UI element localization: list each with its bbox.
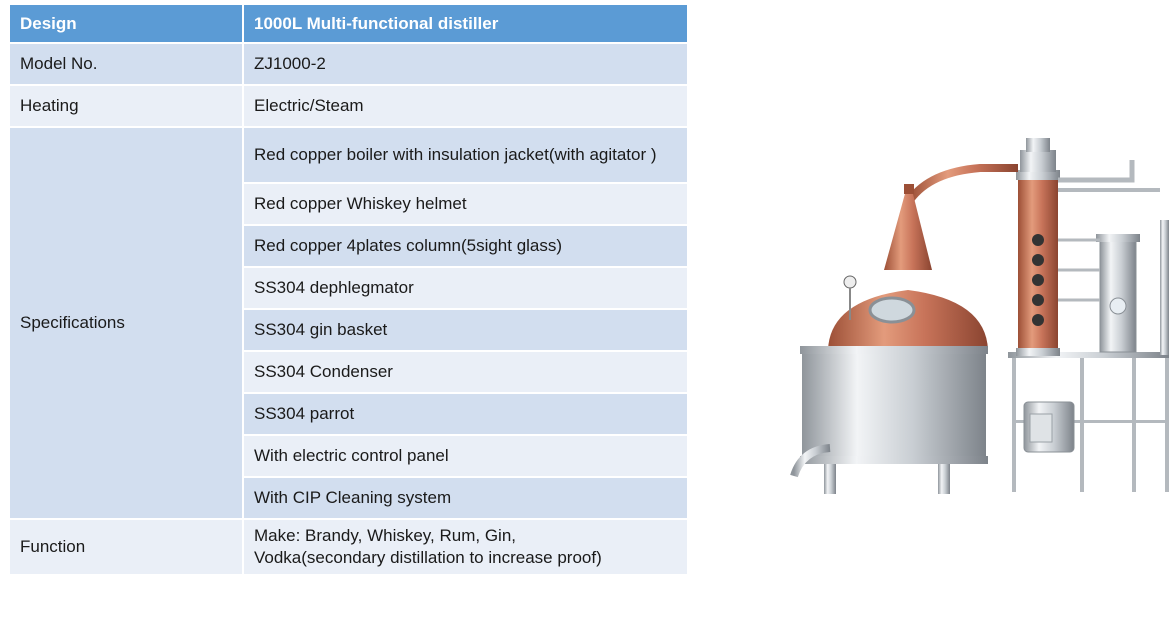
spec-item: With electric control panel <box>242 434 687 476</box>
table-row-spec-5: SS304 gin basket <box>10 308 687 350</box>
header-label: Design <box>10 5 242 42</box>
spec-item: Red copper boiler with insulation jacket… <box>242 126 687 182</box>
table-row-heating: Heating Electric/Steam <box>10 84 687 126</box>
spec-item: SS304 Condenser <box>242 350 687 392</box>
table-row-spec-7: SS304 parrot <box>10 392 687 434</box>
function-line-2: Vodka(secondary distillation to increase… <box>254 548 602 567</box>
function-line-1: Make: Brandy, Whiskey, Rum, Gin, <box>254 526 516 545</box>
spec-item: With CIP Cleaning system <box>242 476 687 518</box>
spec-item: SS304 gin basket <box>242 308 687 350</box>
function-value: Make: Brandy, Whiskey, Rum, Gin, Vodka(s… <box>242 518 687 574</box>
model-label: Model No. <box>10 42 242 84</box>
spec-item: SS304 dephlegmator <box>242 266 687 308</box>
spec-item: SS304 parrot <box>242 392 687 434</box>
heating-value: Electric/Steam <box>242 84 687 126</box>
header-value: 1000L Multi-functional distiller <box>242 5 687 42</box>
model-value: ZJ1000-2 <box>242 42 687 84</box>
table-row-spec-8: With electric control panel <box>10 434 687 476</box>
table-row-spec-6: SS304 Condenser <box>10 350 687 392</box>
distiller-product-image <box>790 138 1169 494</box>
table-row-model: Model No. ZJ1000-2 <box>10 42 687 84</box>
table-row-spec-3: Red copper 4plates column(5sight glass) <box>10 224 687 266</box>
heating-label: Heating <box>10 84 242 126</box>
table-row-spec-9: With CIP Cleaning system <box>10 476 687 518</box>
table-row-function: Function Make: Brandy, Whiskey, Rum, Gin… <box>10 518 687 574</box>
table-row-spec-2: Red copper Whiskey helmet <box>10 182 687 224</box>
spec-item: Red copper Whiskey helmet <box>242 182 687 224</box>
spec-item: Red copper 4plates column(5sight glass) <box>242 224 687 266</box>
table-header-row: Design 1000L Multi-functional distiller <box>10 5 687 42</box>
table-row-spec-4: SS304 dephlegmator <box>10 266 687 308</box>
function-label: Function <box>10 518 242 574</box>
specifications-label: Specifications <box>10 126 242 518</box>
spec-table: Design 1000L Multi-functional distiller … <box>10 5 687 574</box>
table-row-spec-1: Specifications Red copper boiler with in… <box>10 126 687 518</box>
